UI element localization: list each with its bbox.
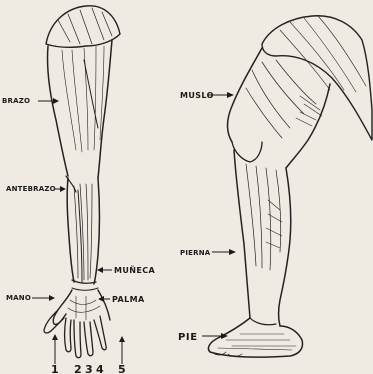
label-pierna: PIERNA: [180, 249, 236, 257]
label-antebrazo: ANTEBRAZO: [6, 185, 66, 193]
pointer-brazo-arrowhead: [53, 98, 59, 104]
pointer-mano-arrowhead: [49, 295, 55, 301]
finger-number-3: 3: [85, 363, 93, 374]
finger-number-4: 4: [96, 363, 104, 374]
label-palma-text: PALMA: [112, 295, 145, 304]
label-pie-text: PIE: [178, 332, 198, 343]
label-brazo: BRAZO: [2, 97, 59, 105]
finger-number-5: 5: [118, 363, 126, 374]
pointer-muslo-arrowhead: [227, 92, 234, 98]
leg-drawing: [208, 16, 372, 357]
label-mano-text: MANO: [6, 294, 31, 302]
label-muslo: MUSLO: [180, 91, 234, 100]
label-muneca-text: MUÑECA: [114, 265, 155, 275]
pointer-antebrazo-arrowhead: [60, 186, 66, 192]
label-pierna-text: PIERNA: [180, 249, 211, 257]
pointer-palma-arrowhead: [98, 296, 104, 302]
label-mano: MANO: [6, 294, 55, 302]
pointer-muneca-arrowhead: [97, 267, 103, 273]
finger-number-2: 2: [74, 363, 82, 374]
arm-drawing: [44, 6, 120, 358]
label-brazo-text: BRAZO: [2, 97, 30, 105]
label-antebrazo-text: ANTEBRAZO: [6, 185, 56, 193]
finger-number-1: 1: [51, 363, 59, 374]
pointer-pierna-arrowhead: [229, 249, 236, 255]
label-muneca: MUÑECA: [97, 265, 155, 275]
